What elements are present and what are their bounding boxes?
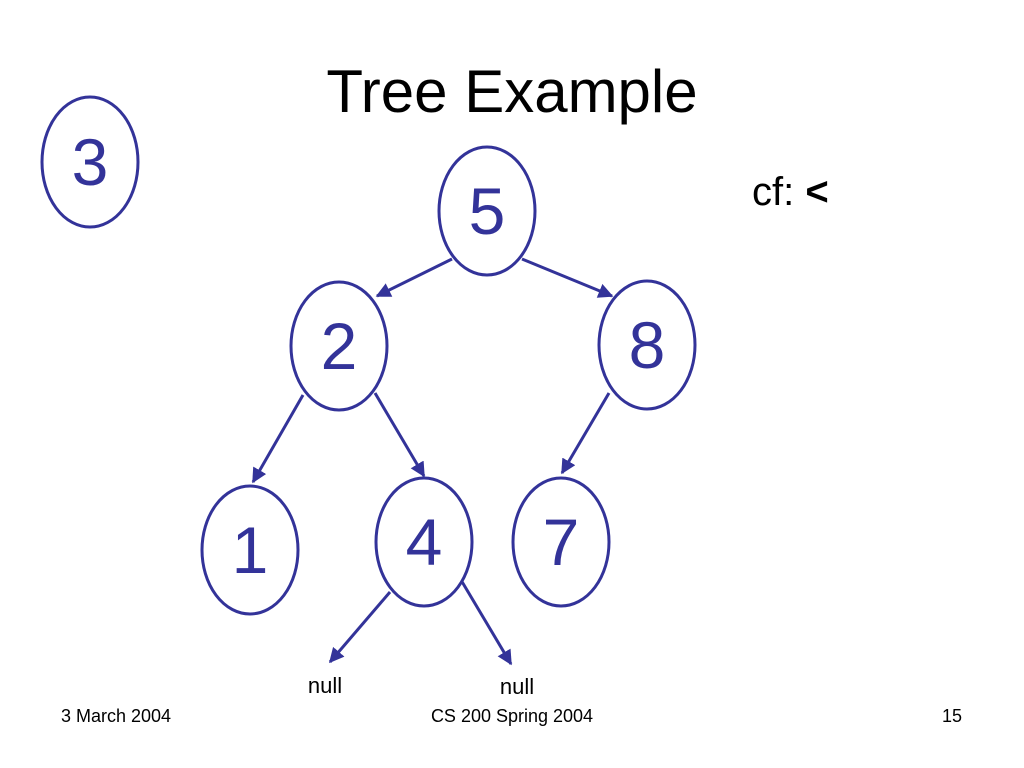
node-value: 5 [469, 174, 506, 248]
less-than-symbol: < [805, 170, 829, 214]
tree-node-right: 8 [597, 279, 697, 411]
footer-course: CS 200 Spring 2004 [430, 706, 594, 726]
edge-8-to-7 [560, 392, 611, 475]
null-label-left: null [308, 673, 342, 698]
node-value: 4 [406, 505, 443, 579]
insert-node: 3 [40, 95, 140, 229]
tree-node-left-left: 1 [200, 484, 300, 616]
edge-5-to-8 [521, 257, 614, 298]
footer-date: 3 March 2004 [61, 706, 172, 726]
compare-note: cf: < [752, 172, 829, 212]
null-label-right: null [500, 674, 534, 699]
tree-node-left: 2 [289, 280, 389, 412]
node-value: 1 [232, 513, 269, 587]
tree-node-right-left: 7 [511, 476, 611, 608]
slide-title: Tree Example [326, 58, 698, 125]
edge-5-to-2 [375, 257, 453, 298]
node-value: 8 [629, 308, 666, 382]
edge-2-to-1 [251, 394, 305, 484]
insert-node-value: 3 [72, 125, 109, 199]
tree-node-root: 5 [437, 145, 537, 277]
edge-4-to-null-right [459, 579, 513, 666]
compare-note-prefix: cf: [752, 170, 806, 214]
node-value: 7 [543, 505, 580, 579]
edge-2-to-4 [373, 392, 426, 478]
footer-page-number: 15 [941, 706, 962, 726]
tree-node-left-right: 4 [374, 476, 474, 608]
edge-4-to-null-left [328, 591, 392, 664]
node-value: 2 [321, 309, 358, 383]
